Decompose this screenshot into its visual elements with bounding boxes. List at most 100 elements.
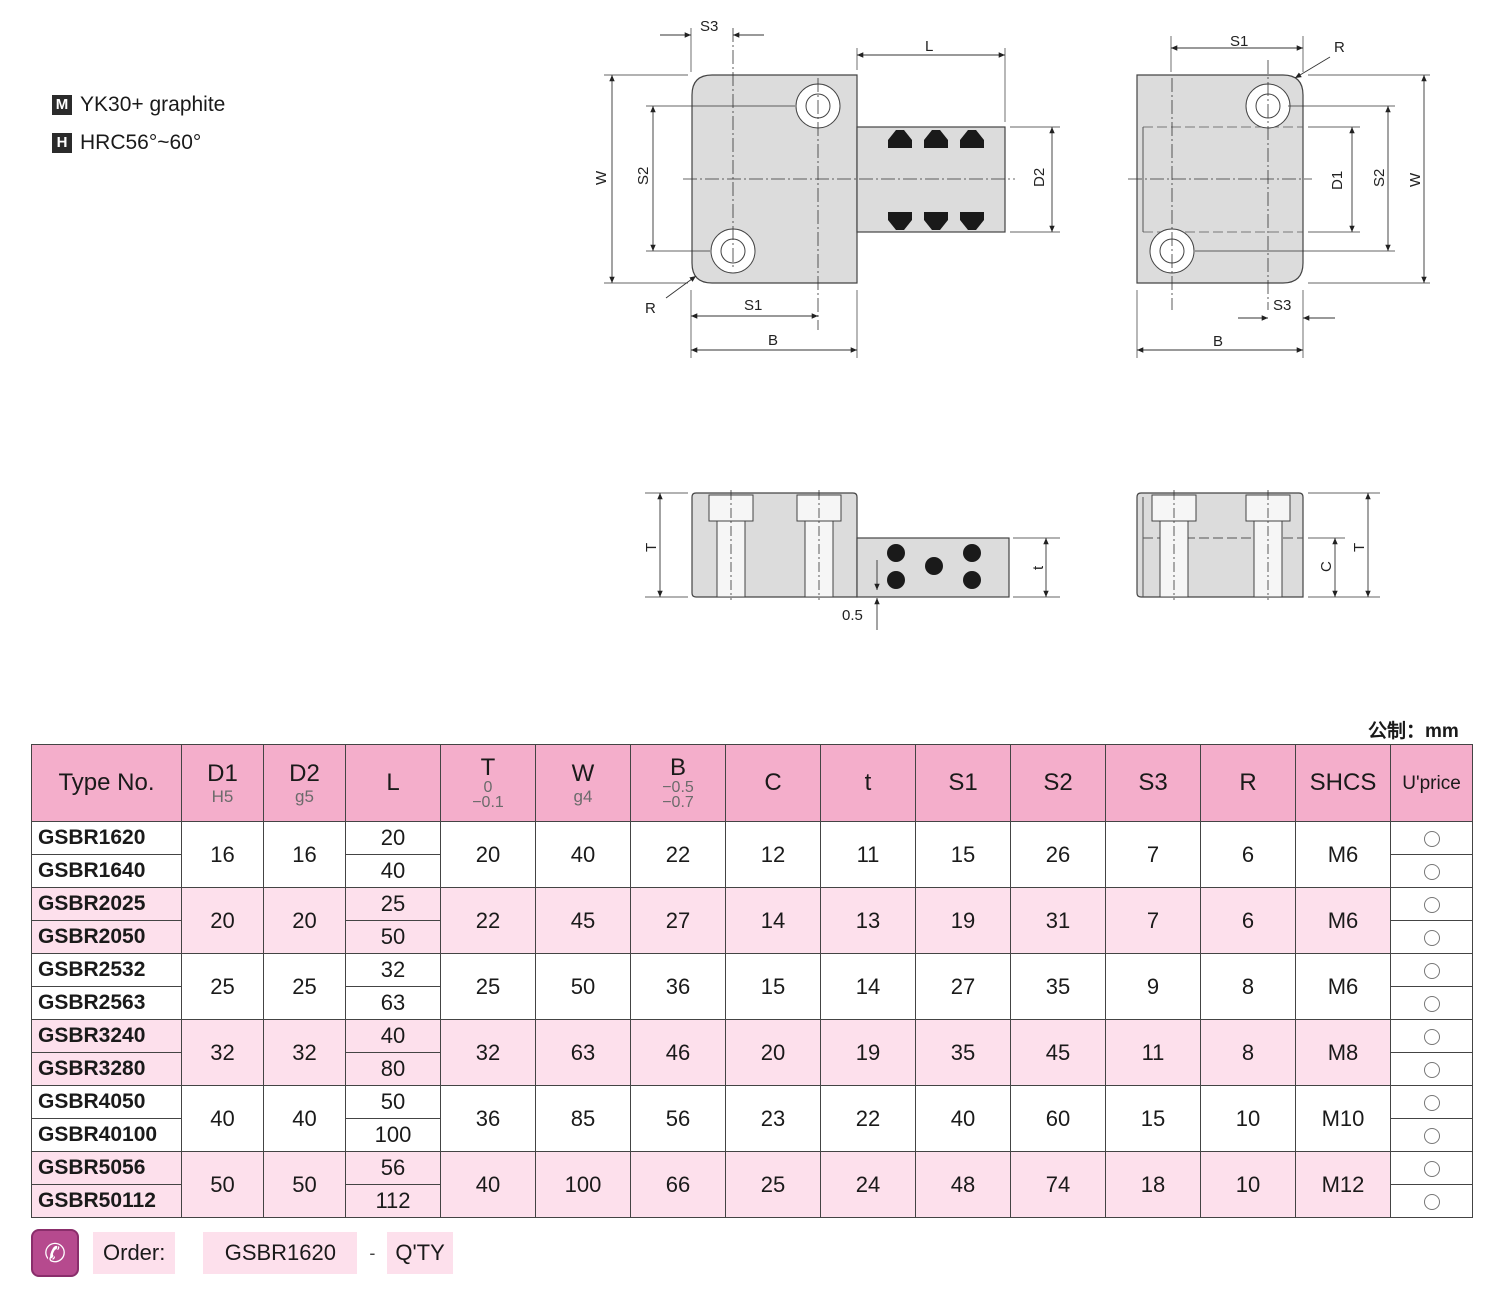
table-cell: 22 [440, 887, 536, 954]
table-cell: 25 [263, 953, 346, 1020]
table-cell: 20 [181, 887, 264, 954]
dim-label-b: B [768, 332, 778, 349]
price-cell[interactable] [1390, 986, 1473, 1020]
table-cell: 16 [181, 821, 264, 888]
table-cell: 26 [1010, 821, 1106, 888]
dim-label-r: R [1334, 39, 1345, 56]
table-cell: 16 [263, 821, 346, 888]
price-radio-icon[interactable] [1423, 864, 1440, 881]
table-cell: 9 [1105, 953, 1201, 1020]
col-header-shcs: SHCS [1295, 744, 1391, 822]
price-radio-icon[interactable] [1423, 1161, 1440, 1178]
table-cell: 20 [345, 821, 441, 855]
table-cell: 50 [263, 1151, 346, 1218]
table-cell: 25 [181, 953, 264, 1020]
table-cell: GSBR1620 [31, 821, 182, 855]
table-cell: 27 [630, 887, 726, 954]
table-cell: 13 [820, 887, 916, 954]
plan-view-left: S3 L W S2 D2 S1 B R [593, 18, 1060, 358]
dim-label-s3: S3 [1273, 297, 1291, 314]
price-radio-icon[interactable] [1423, 963, 1440, 980]
price-cell[interactable] [1390, 887, 1473, 921]
price-cell[interactable] [1390, 1118, 1473, 1152]
price-radio-icon[interactable] [1423, 1062, 1440, 1079]
price-radio-icon[interactable] [1423, 1095, 1440, 1112]
col-header-type: Type No. [31, 744, 182, 822]
price-radio-icon[interactable] [1423, 831, 1440, 848]
material-legend: M YK30+ graphite H HRC56°~60° [52, 86, 225, 162]
table-cell: 50 [345, 1085, 441, 1119]
price-radio-icon[interactable] [1423, 1194, 1440, 1211]
table-cell: 50 [345, 920, 441, 954]
table-cell: 6 [1200, 821, 1296, 888]
price-cell[interactable] [1390, 1151, 1473, 1185]
plan-view-right: S1 R W S2 D1 S3 B [1128, 33, 1430, 358]
order-example: GSBR1620 [203, 1232, 358, 1274]
table-cell: 23 [725, 1085, 821, 1152]
table-cell: 25 [440, 953, 536, 1020]
table-cell: GSBR3280 [31, 1052, 182, 1086]
table-cell: 112 [345, 1184, 441, 1218]
table-cell: 36 [630, 953, 726, 1020]
price-cell[interactable] [1390, 1085, 1473, 1119]
table-cell: GSBR2025 [31, 887, 182, 921]
table-cell: 32 [440, 1019, 536, 1086]
order-label: Order: [93, 1232, 176, 1274]
col-header-s1: S1 [915, 744, 1011, 822]
col-header-t-small: t [820, 744, 916, 822]
price-cell[interactable] [1390, 1184, 1473, 1218]
table-cell: 19 [915, 887, 1011, 954]
material-row: M YK30+ graphite [52, 86, 225, 124]
hardness-row: H HRC56°~60° [52, 124, 225, 162]
price-cell[interactable] [1390, 854, 1473, 888]
table-cell: 45 [535, 887, 631, 954]
hardness-code-badge: H [52, 133, 72, 153]
dim-label-w: W [593, 170, 610, 185]
price-radio-icon[interactable] [1423, 930, 1440, 947]
price-cell[interactable] [1390, 1052, 1473, 1086]
table-cell: 11 [820, 821, 916, 888]
table-cell: 40 [263, 1085, 346, 1152]
order-row: ✆ Order: GSBR1620 - Q'TY [31, 1229, 453, 1277]
table-cell: 22 [630, 821, 726, 888]
price-radio-icon[interactable] [1423, 897, 1440, 914]
dim-label-s2: S2 [635, 167, 652, 185]
dim-label-s3: S3 [700, 18, 718, 35]
col-header-l: L [345, 744, 441, 822]
table-cell: GSBR50112 [31, 1184, 182, 1218]
table-cell: M6 [1295, 821, 1391, 888]
price-cell[interactable] [1390, 1019, 1473, 1053]
col-header-b: B−0.5−0.7 [630, 744, 726, 822]
price-cell[interactable] [1390, 953, 1473, 987]
table-cell: GSBR2532 [31, 953, 182, 987]
price-cell[interactable] [1390, 920, 1473, 954]
table-cell: 50 [181, 1151, 264, 1218]
price-radio-icon[interactable] [1423, 1128, 1440, 1145]
table-cell: 10 [1200, 1151, 1296, 1218]
table-cell: 35 [915, 1019, 1011, 1086]
table-cell: 60 [1010, 1085, 1106, 1152]
dim-label-r: R [645, 300, 656, 317]
col-header-s2: S2 [1010, 744, 1106, 822]
price-cell[interactable] [1390, 821, 1473, 855]
price-radio-icon[interactable] [1423, 996, 1440, 1013]
hardness-text: HRC56°~60° [80, 131, 202, 154]
order-separator: - [369, 1242, 376, 1263]
price-radio-icon[interactable] [1423, 1029, 1440, 1046]
table-cell: 56 [345, 1151, 441, 1185]
table-cell: 45 [1010, 1019, 1106, 1086]
table-cell: 46 [630, 1019, 726, 1086]
table-cell: M10 [1295, 1085, 1391, 1152]
table-cell: 35 [1010, 953, 1106, 1020]
table-cell: 15 [725, 953, 821, 1020]
table-cell: 24 [820, 1151, 916, 1218]
